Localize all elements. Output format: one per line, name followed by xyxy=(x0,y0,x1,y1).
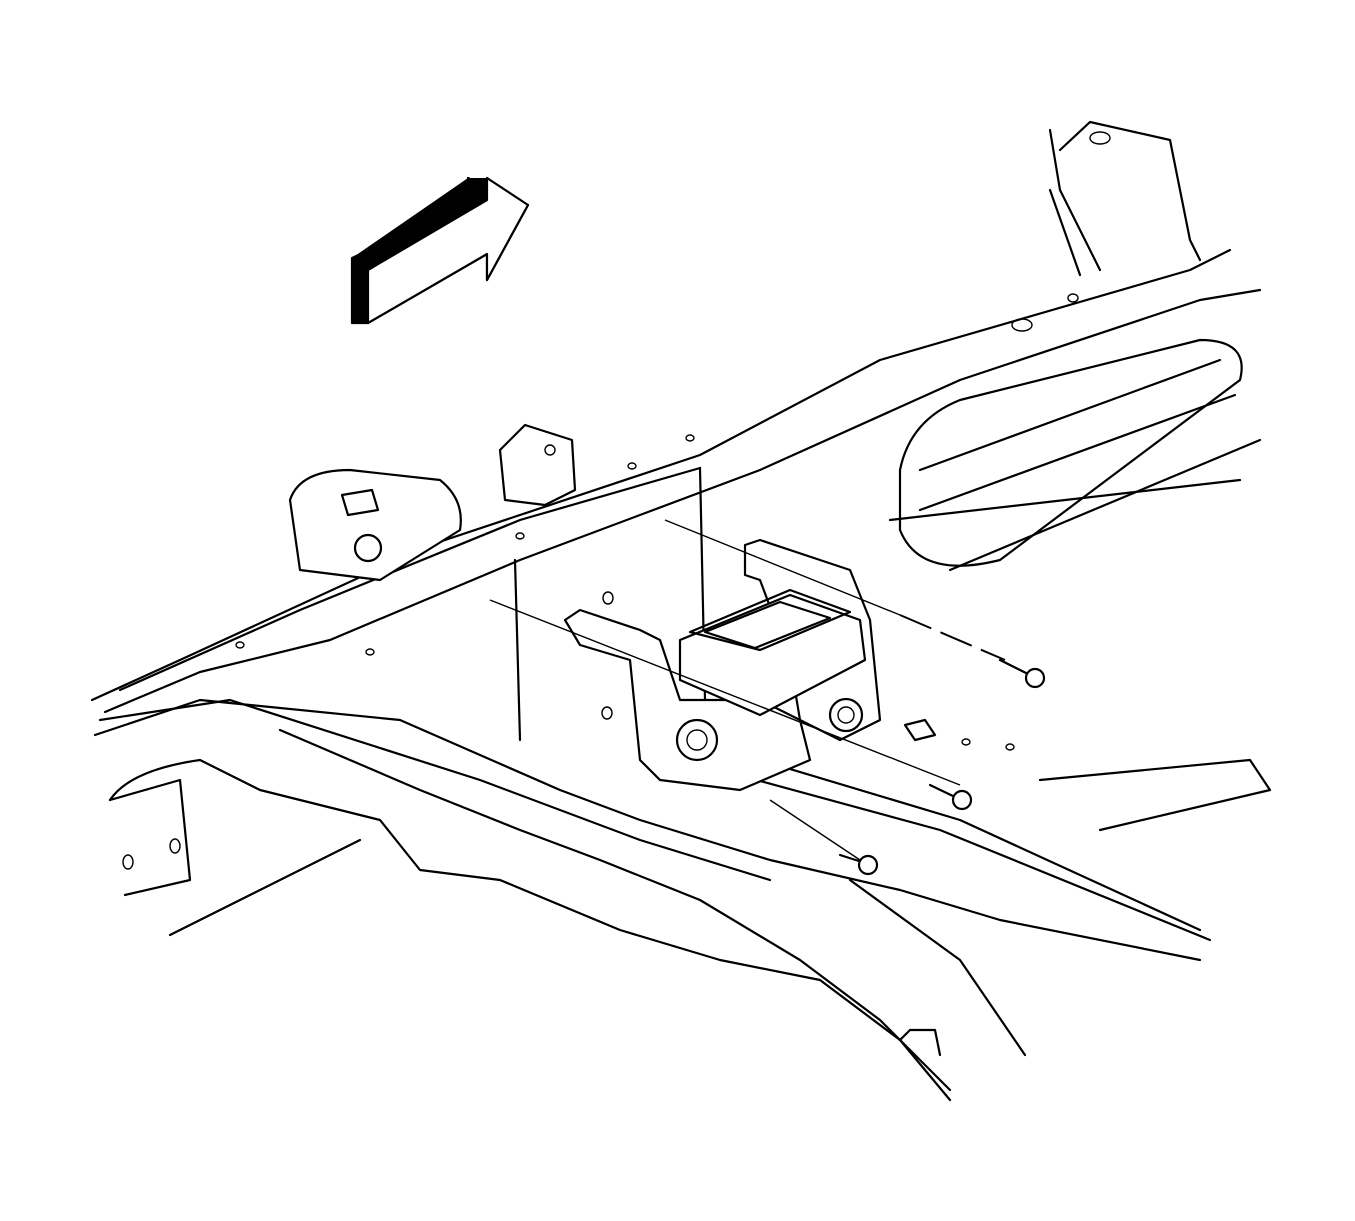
frame-crossmember xyxy=(90,120,1262,742)
bolt-alignment-lines xyxy=(489,519,1006,861)
left-bracket xyxy=(288,423,577,582)
lower-body-panel xyxy=(93,698,1272,1102)
rounded-member xyxy=(898,338,1262,572)
direction-arrow-icon xyxy=(350,176,530,325)
rail-holes xyxy=(235,434,1015,751)
control-module xyxy=(675,588,867,762)
bolt-icon xyxy=(838,658,1046,876)
